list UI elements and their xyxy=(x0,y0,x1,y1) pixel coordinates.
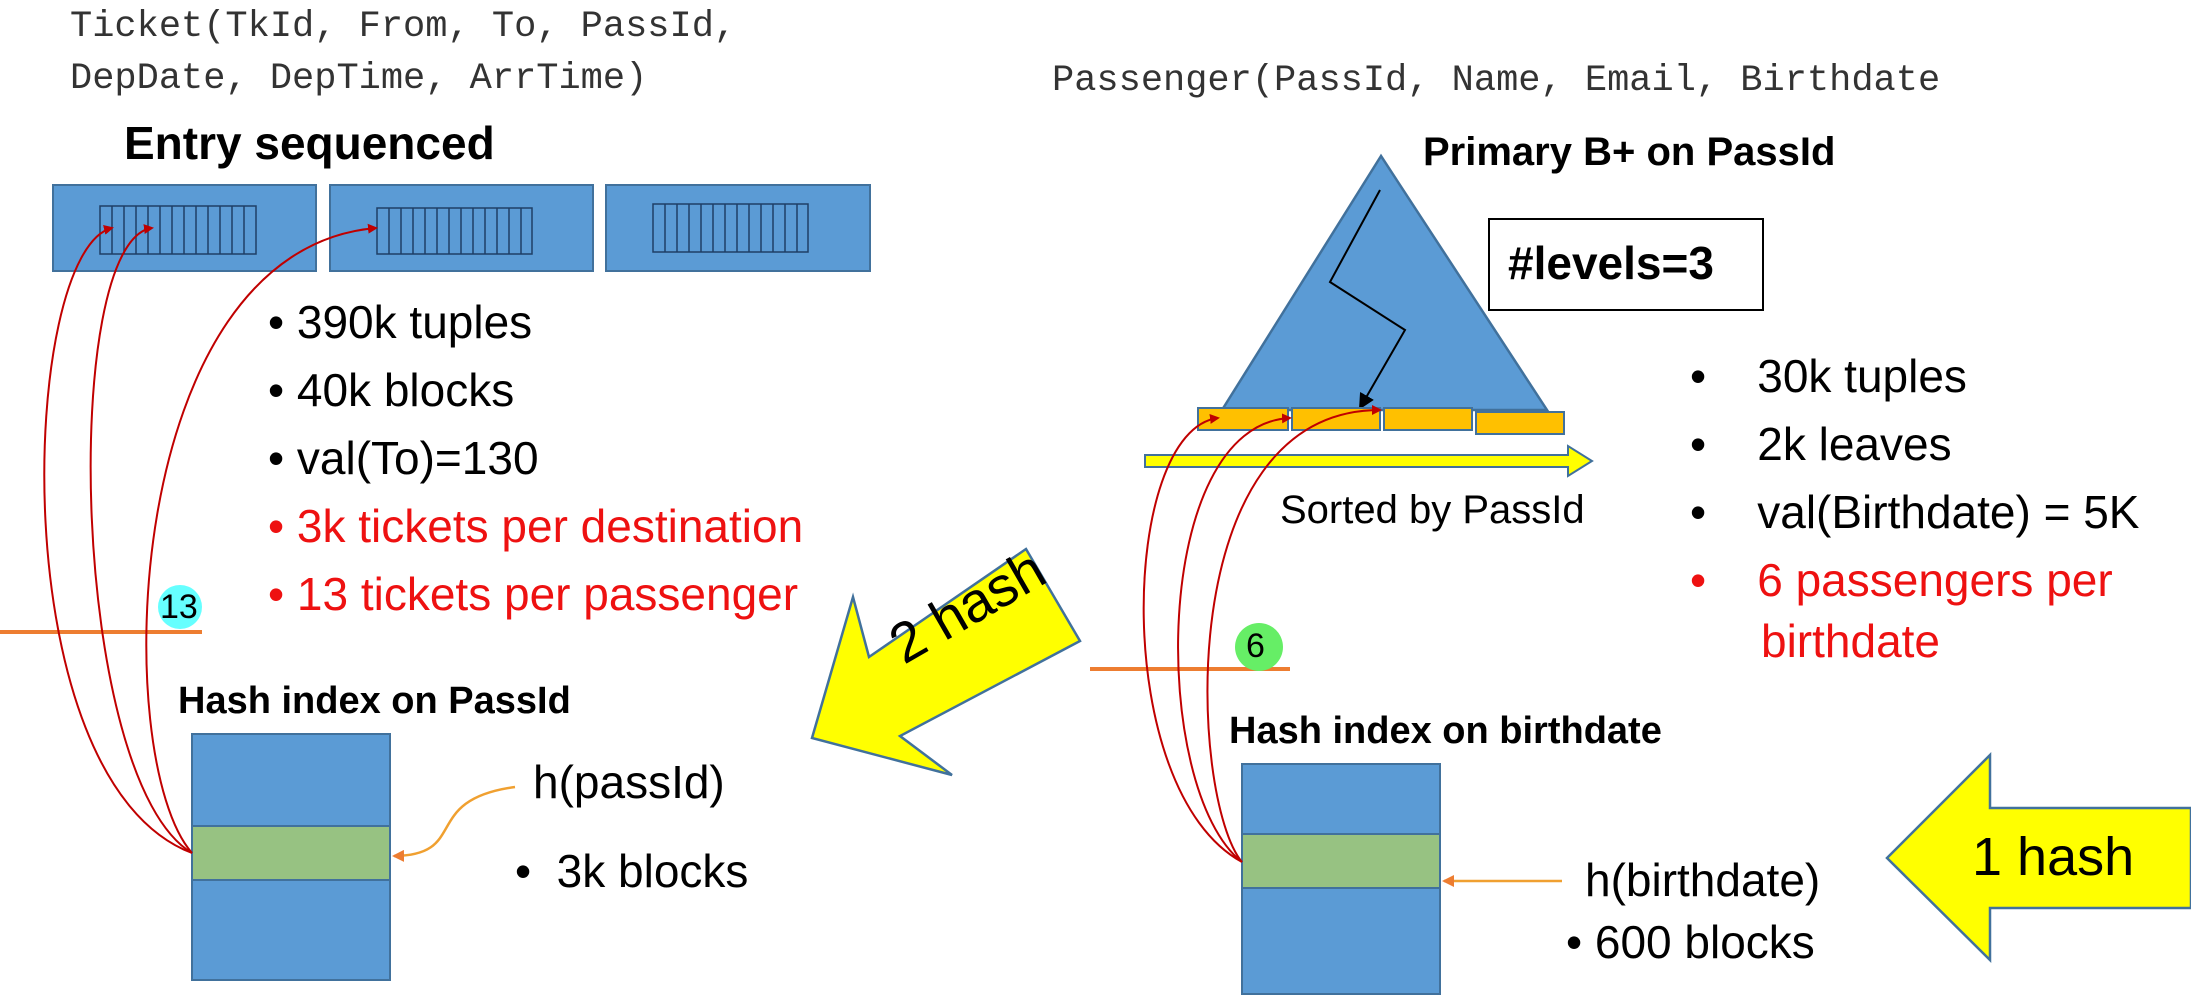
ticket-stats: • 390k tuples • 40k blocks • val(To)=130… xyxy=(268,288,803,628)
passenger-stats: • 30k tuples • 2k leaves • val(Birthdate… xyxy=(1690,342,2139,614)
passid-hash-fn: h(passId) xyxy=(533,756,725,808)
birthdate-bucket-bottom xyxy=(1241,887,1441,995)
passenger-schema: Passenger(PassId, Name, Email, Birthdate xyxy=(1052,60,1941,102)
passenger-stat-4-continuation: birthdate xyxy=(1761,615,1941,667)
sorted-arrow xyxy=(1144,444,1594,478)
passid-bucket-bottom xyxy=(191,879,391,981)
levels-label: #levels=3 xyxy=(1508,237,1714,289)
passenger-badge-circle xyxy=(1235,623,1283,671)
passid-bucket-top xyxy=(191,733,391,827)
ticket-stat-2: • 40k blocks xyxy=(268,364,515,416)
bplus-tree xyxy=(1197,153,1565,435)
passenger-stat-1: • 30k tuples xyxy=(1690,350,1967,402)
passenger-stat-4: • 6 passengers per xyxy=(1690,554,2113,606)
passid-bucket-selected xyxy=(191,825,391,881)
passid-index-title: Hash index on PassId xyxy=(178,680,571,722)
birthdate-pointers xyxy=(1142,405,1382,863)
bplus-leaf-4 xyxy=(1475,411,1565,435)
passenger-badge: 6 xyxy=(1246,627,1265,665)
passid-index-blocks: • 3k blocks xyxy=(515,845,749,897)
bplus-leaf-3 xyxy=(1383,407,1473,431)
ticket-stat-5: • 13 tickets per passenger xyxy=(268,568,799,620)
ticket-block-3 xyxy=(605,184,871,272)
birthdate-hash-fn: h(birthdate) xyxy=(1585,854,1821,906)
ticket-organization-label: Entry sequenced xyxy=(124,117,495,169)
ticket-stat-1: • 390k tuples xyxy=(268,296,533,348)
birthdate-hash-index xyxy=(1241,763,1441,995)
two-hash-arrow xyxy=(810,547,1082,777)
levels-box xyxy=(1488,218,1764,311)
ticket-records-3 xyxy=(652,203,809,253)
birthdate-bucket-selected xyxy=(1241,833,1441,889)
bplus-index-title: Primary B+ on PassId xyxy=(1423,130,1836,174)
one-hash-label: 1 hash xyxy=(1972,827,2135,887)
ticket-badge: 13 xyxy=(160,588,198,626)
ticket-stat-4: • 3k tickets per destination xyxy=(268,500,804,552)
ticket-badge-circle xyxy=(158,585,202,629)
birthdate-bucket-top xyxy=(1241,763,1441,835)
ticket-schema-line1: Ticket(TkId, From, To, PassId, xyxy=(70,6,737,48)
ticket-records-1 xyxy=(99,205,257,255)
passenger-stat-3: • val(Birthdate) = 5K xyxy=(1690,486,2140,538)
passenger-stat-2: • 2k leaves xyxy=(1690,418,1952,470)
passid-hash-index xyxy=(191,733,391,981)
passid-hash-arrow xyxy=(392,785,516,862)
birthdate-index-title: Hash index on birthdate xyxy=(1229,710,1662,752)
passid-pointers xyxy=(43,223,378,854)
one-hash-arrow xyxy=(1885,751,2191,963)
sorted-label: Sorted by PassId xyxy=(1280,488,1585,532)
bplus-search-path xyxy=(1328,189,1407,410)
ticket-schema-line2: DepDate, DepTime, ArrTime) xyxy=(70,58,648,100)
birthdate-index-blocks: • 600 blocks xyxy=(1566,916,1815,968)
ticket-file xyxy=(52,184,871,272)
ticket-stat-3: • val(To)=130 xyxy=(268,432,539,484)
